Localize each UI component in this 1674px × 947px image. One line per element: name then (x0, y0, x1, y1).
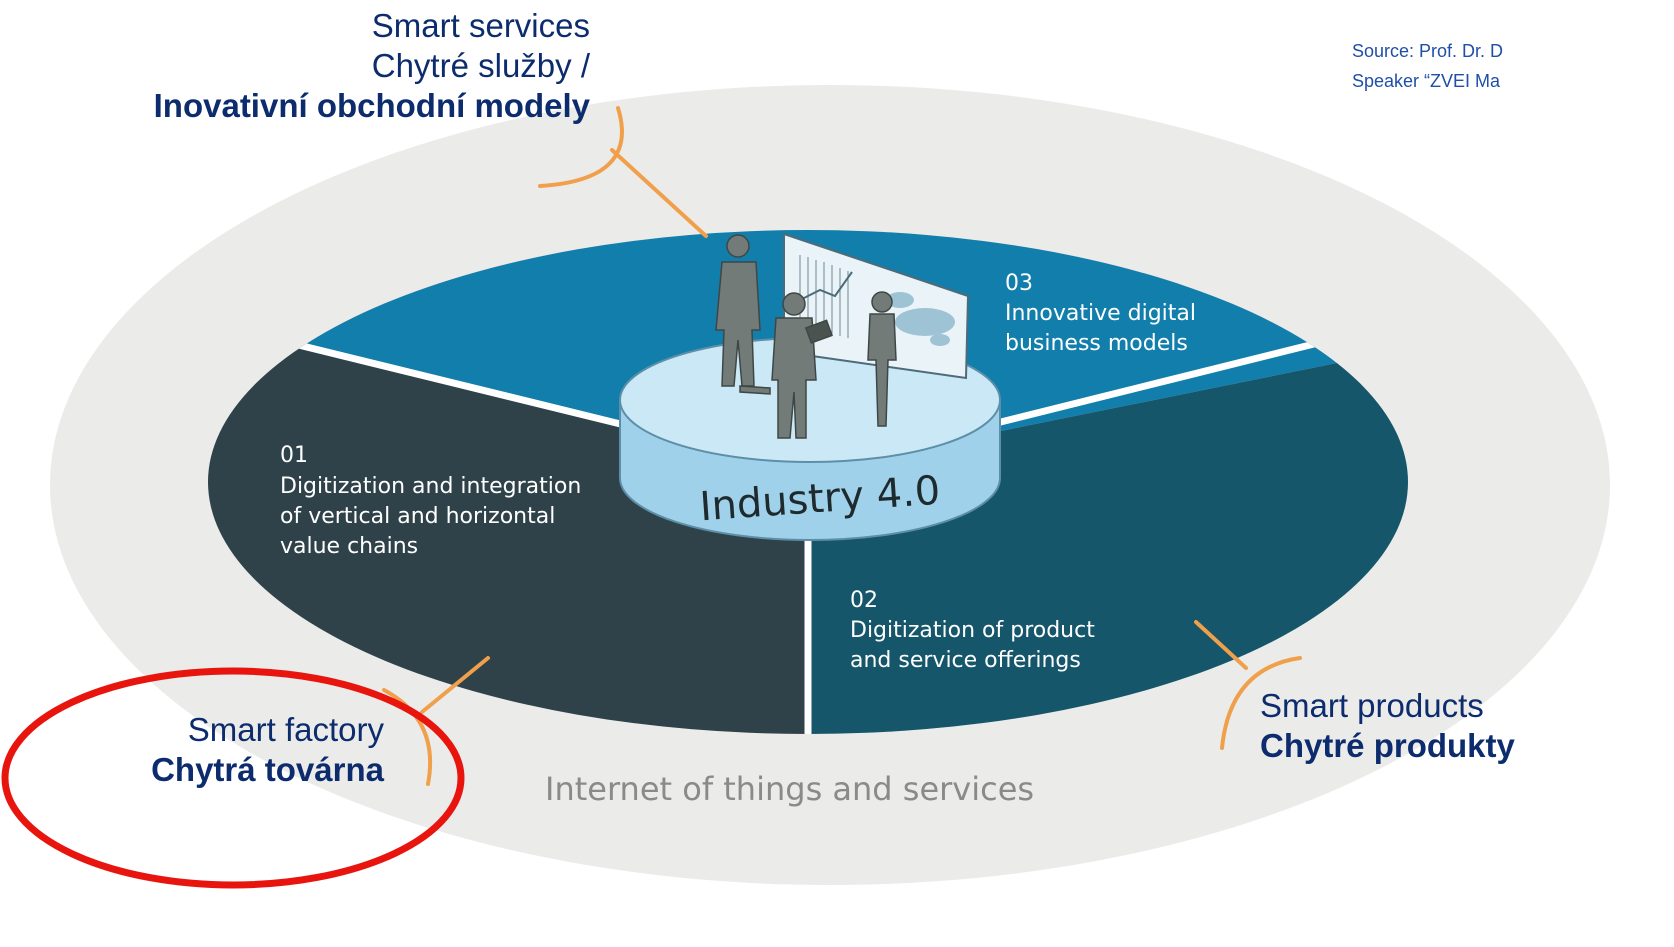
segment-03-number: 03 (1005, 271, 1033, 296)
segment-02-number: 02 (850, 588, 878, 613)
smart-services-callout: Smart services Chytré služby / Inovativn… (154, 6, 590, 126)
products-label-cz: Chytré produkty (1260, 727, 1515, 764)
source-line-2: Speaker “ZVEI Ma (1352, 71, 1501, 91)
center-disc (619, 337, 1001, 541)
segment-02-line: Digitization of product (850, 618, 1095, 643)
outer-ring-label: Internet of things and services (545, 770, 1034, 808)
segment-01-line: value chains (280, 534, 418, 559)
segment-01-text: 01 Digitization and integration of verti… (280, 443, 581, 559)
services-callout-arc (538, 106, 624, 188)
services-callout-line (610, 148, 708, 238)
smart-factory-highlight (1, 667, 465, 889)
products-label-en: Smart products (1260, 687, 1484, 724)
factory-label-en: Smart factory (187, 711, 384, 748)
segment-02-line: and service offerings (850, 648, 1081, 673)
factory-label-cz: Chytrá továrna (151, 751, 384, 788)
source-line-1: Source: Prof. Dr. D (1352, 41, 1504, 61)
segment-01-line: Digitization and integration (280, 474, 581, 499)
services-label-cz: Chytré služby / (371, 47, 590, 84)
smart-factory-callout: Smart factory Chytrá továrna (151, 710, 384, 790)
segment-03-line: Innovative digital (1005, 301, 1196, 326)
factory-callout-line (420, 656, 490, 714)
products-callout-line (1194, 620, 1248, 670)
products-callout-arc (1220, 656, 1302, 750)
world-map-icon (886, 292, 955, 346)
people-figures-icon (715, 234, 897, 439)
services-label-en: Smart services (371, 7, 590, 44)
segment-03-text: 03 Innovative digital business models (1005, 271, 1196, 356)
segment-01-number: 01 (280, 443, 308, 468)
segment-01-line: of vertical and horizontal (280, 504, 555, 529)
source-note: Source: Prof. Dr. D Speaker “ZVEI Ma (1352, 36, 1503, 96)
factory-callout-arc (382, 688, 433, 786)
smart-products-callout: Smart products Chytré produkty (1260, 686, 1515, 766)
segment-02-text: 02 Digitization of product and service o… (850, 588, 1095, 673)
services-label-cz-bold: Inovativní obchodní modely (153, 87, 590, 124)
segment-03-line: business models (1005, 331, 1188, 356)
